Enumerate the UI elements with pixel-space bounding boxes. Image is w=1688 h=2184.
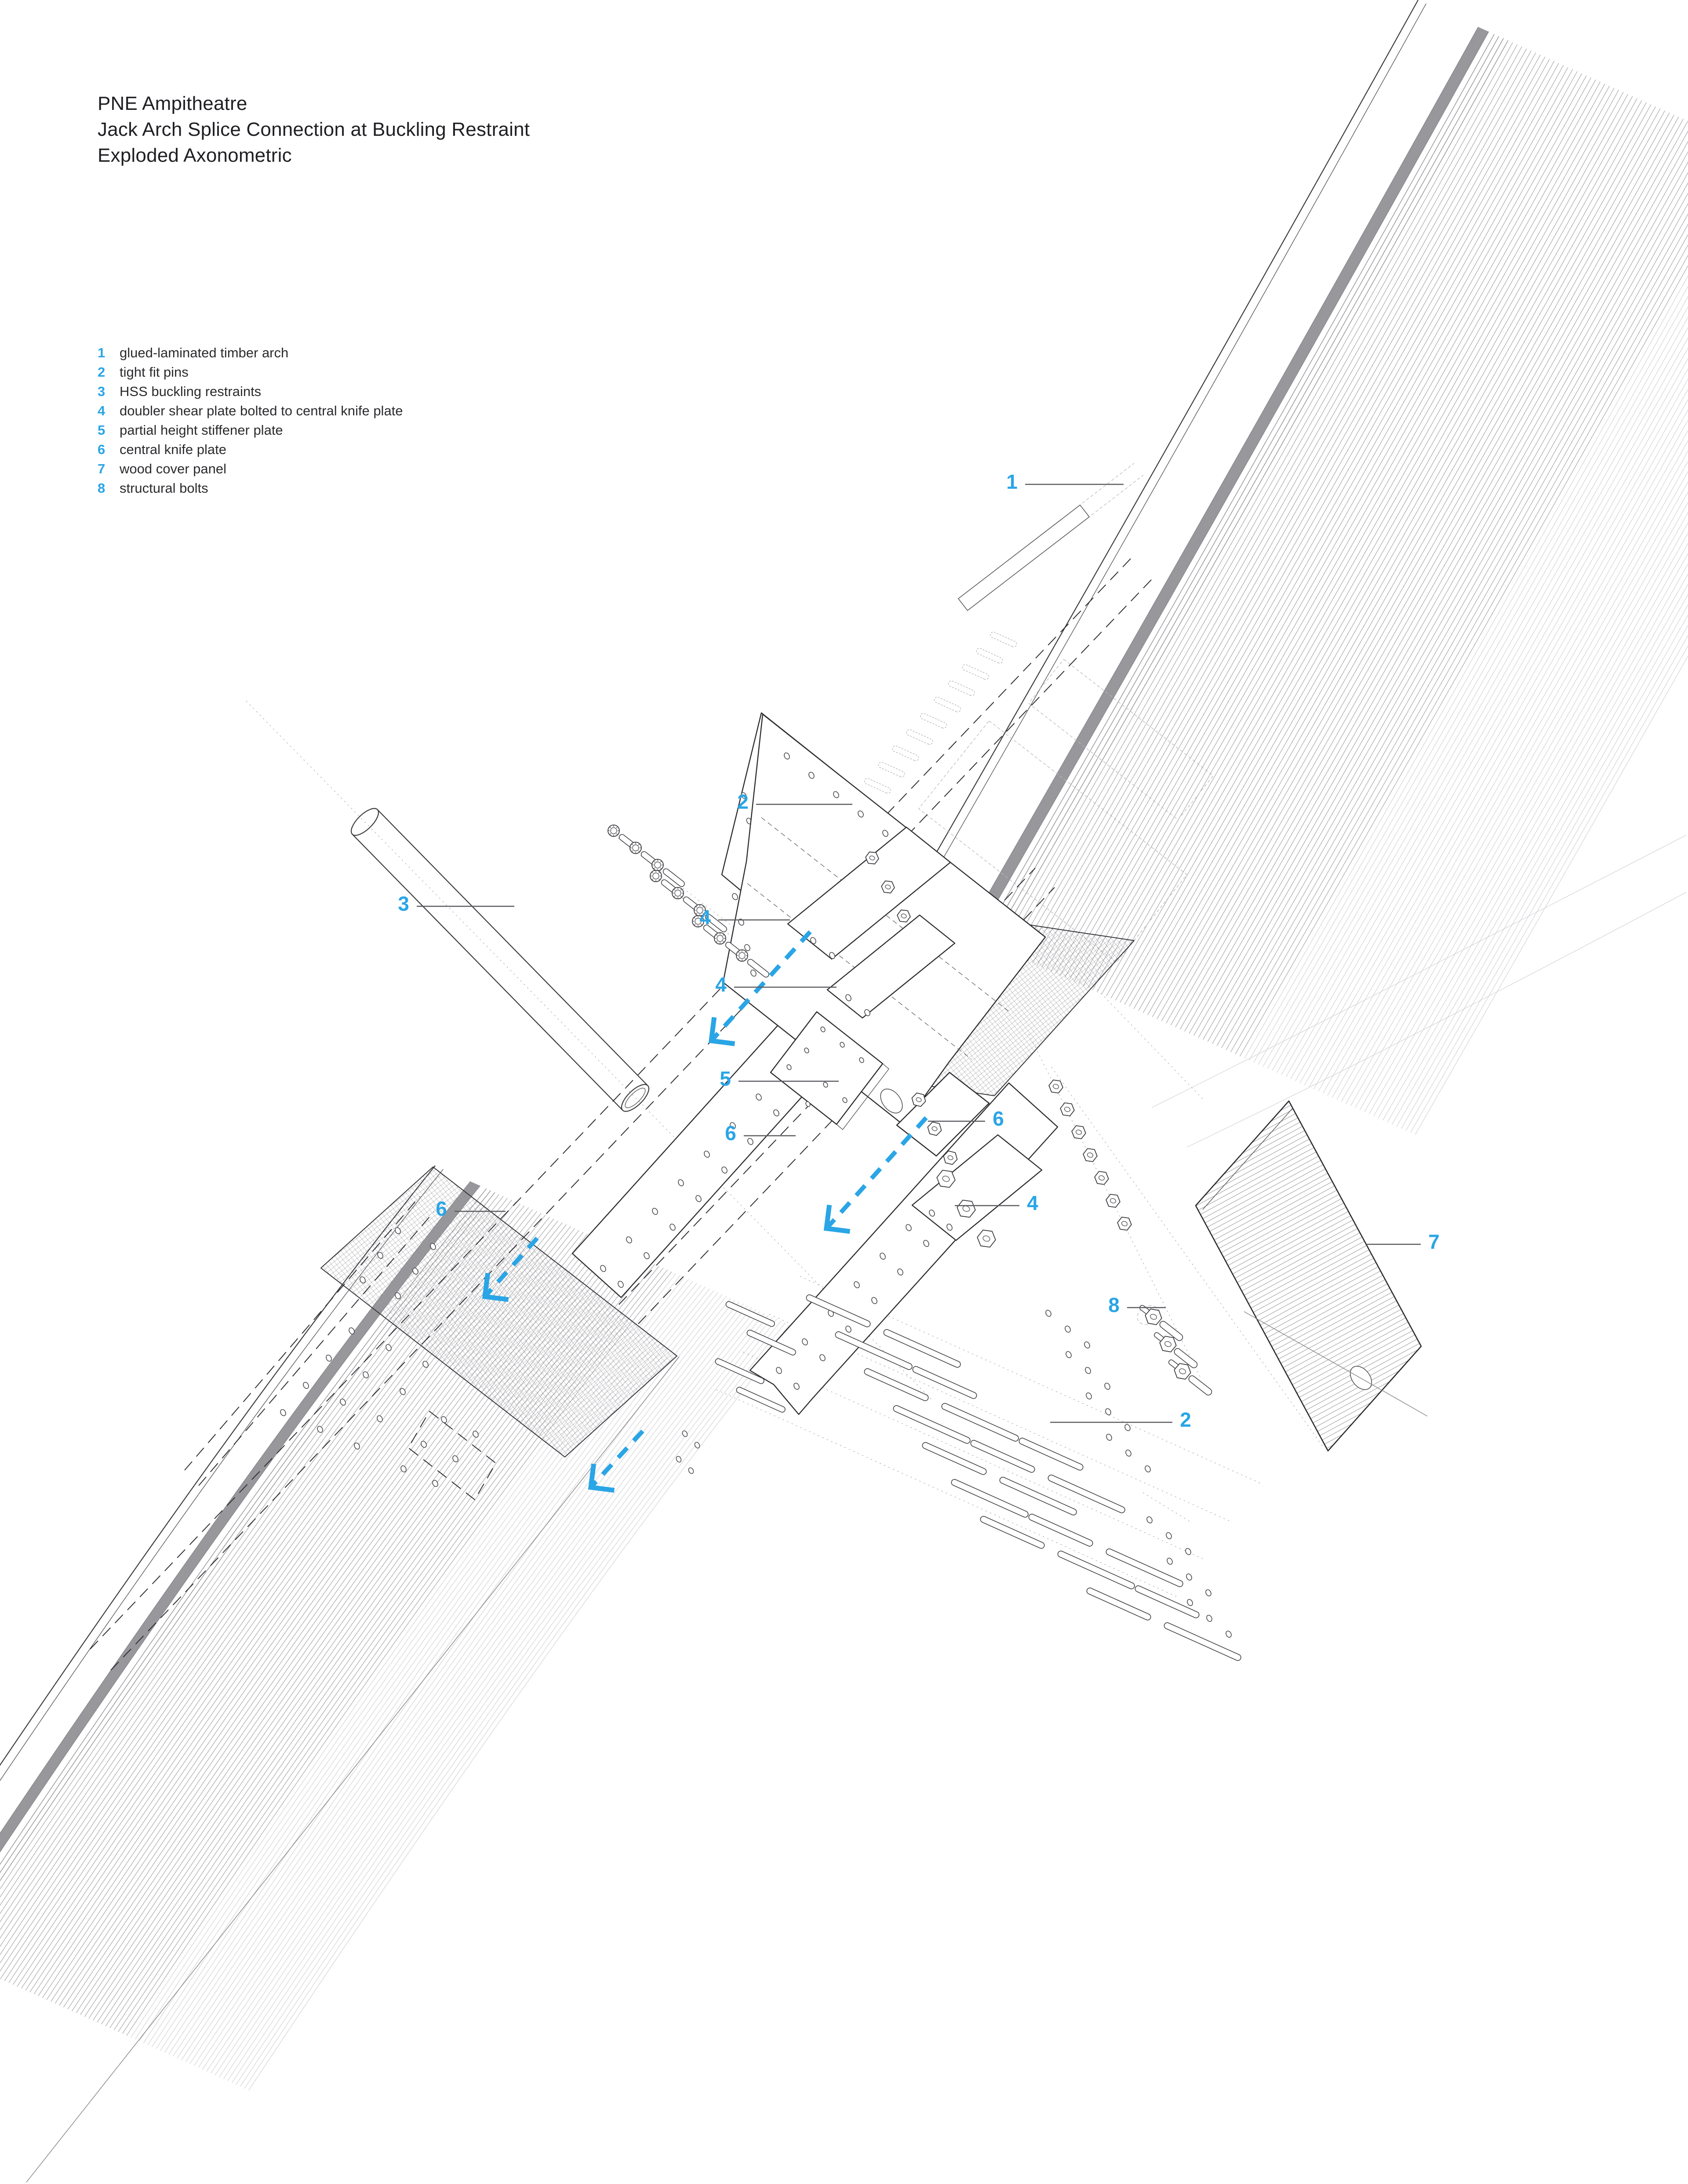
callout-layer: 1 2 3 4 4 5 6 6 4 7 8 6 2 (398, 470, 1440, 1431)
callout-hss-restraint: 3 (398, 892, 514, 915)
callout-doubler-plate: 4 (955, 1192, 1038, 1214)
callout-number: 4 (1027, 1192, 1038, 1214)
callout-glulam-arch: 1 (1006, 470, 1124, 493)
legend-item-label: doubler shear plate bolted to central kn… (120, 403, 403, 418)
legend-item-number: 6 (98, 442, 106, 457)
hss-buckling-restraint-tube (350, 808, 650, 1112)
assembly-arrow (588, 1429, 644, 1493)
legend-item-6: 6 central knife plate (98, 440, 403, 459)
legend-item-label: wood cover panel (120, 461, 226, 476)
legend-item-4: 4 doubler shear plate bolted to central k… (98, 401, 403, 421)
legend-item-5: 5 partial height stiffener plate (98, 421, 403, 440)
legend-item-label: partial height stiffener plate (120, 422, 283, 438)
callout-number: 3 (398, 892, 409, 915)
legend-item-3: 3 HSS buckling restraints (98, 382, 403, 401)
callout-tight-fit-pins: 2 (737, 790, 852, 813)
drawing-title: Jack Arch Splice Connection at Buckling … (98, 119, 530, 140)
legend: 1 glued-laminated timber arch 2 tight fit p… (98, 343, 403, 498)
legend-item-number: 4 (98, 403, 106, 418)
glulam-arch-lower-segment (0, 1165, 794, 2183)
callout-stiffener-plate: 5 (720, 1067, 839, 1090)
steel-splice-plates (571, 463, 1144, 1415)
legend-item-label: glued-laminated timber arch (120, 345, 289, 360)
legend-item-number: 8 (98, 480, 106, 496)
legend-item-number: 5 (98, 422, 106, 438)
callout-central-knife-plate: 6 (928, 1107, 1004, 1130)
callout-central-knife-plate: 6 (436, 1197, 506, 1220)
callout-central-knife-plate: 6 (725, 1122, 796, 1145)
callout-number: 6 (993, 1107, 1004, 1130)
callout-number: 4 (715, 973, 727, 996)
legend-item-8: 8 structural bolts (98, 479, 403, 498)
legend-item-1: 1 glued-laminated timber arch (98, 343, 403, 363)
legend-item-label: HSS buckling restraints (120, 384, 262, 399)
legend-item-label: central knife plate (120, 442, 226, 457)
assembly-arrow (482, 1236, 539, 1302)
callout-wood-cover-panel: 7 (1366, 1230, 1440, 1253)
callout-number: 6 (436, 1197, 447, 1220)
callout-number: 2 (1180, 1408, 1191, 1431)
legend-item-number: 1 (98, 345, 106, 360)
view-title: Exploded Axonometric (98, 145, 292, 166)
callout-number: 6 (725, 1122, 736, 1145)
callout-number: 1 (1006, 470, 1018, 493)
callout-number: 7 (1428, 1230, 1440, 1253)
legend-item-label: tight fit pins (120, 364, 189, 380)
callout-number: 4 (699, 906, 711, 929)
assembly-arrow (708, 930, 812, 1047)
callout-tight-fit-pins: 2 (1050, 1408, 1191, 1431)
callout-number: 8 (1108, 1294, 1120, 1316)
legend-item-label: structural bolts (120, 480, 208, 496)
callout-number: 2 (737, 790, 749, 813)
project-title: PNE Ampitheatre (98, 93, 247, 114)
assembly-direction-arrows (482, 930, 928, 1493)
callout-structural-bolts: 8 (1108, 1294, 1166, 1316)
legend-item-number: 2 (98, 364, 106, 380)
pins-and-bolts (608, 825, 1241, 1661)
legend-item-2: 2 tight fit pins (98, 363, 403, 382)
legend-item-7: 7 wood cover panel (98, 459, 403, 479)
legend-item-number: 3 (98, 384, 106, 399)
callout-doubler-plate: 4 (715, 973, 837, 996)
assembly-arrow (823, 1116, 928, 1234)
callout-doubler-plate: 4 (699, 906, 790, 929)
title-block: PNE Ampitheatre Jack Arch Splice Connect… (98, 91, 530, 168)
callout-number: 5 (720, 1067, 731, 1090)
legend-item-number: 7 (98, 461, 106, 476)
wood-cover-panel (1195, 1100, 1428, 1452)
